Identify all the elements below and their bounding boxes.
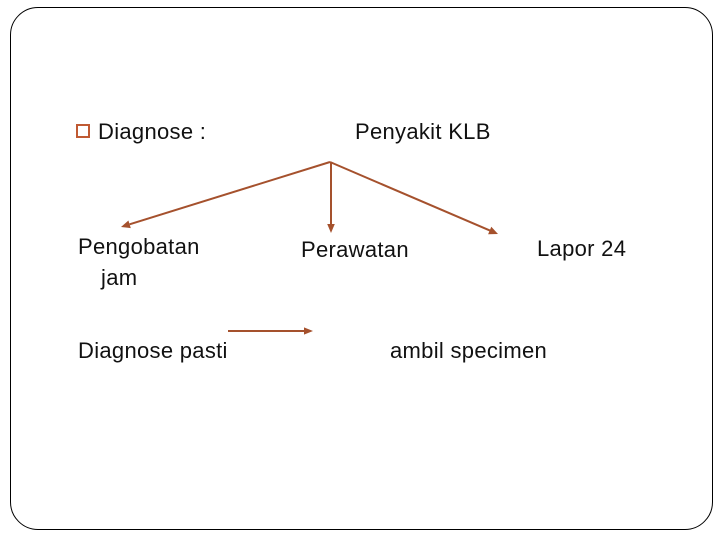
bullet-square-icon — [76, 124, 90, 138]
node-pengobatan-line2: jam — [101, 265, 138, 290]
slide-border-frame — [10, 7, 713, 530]
node-ambil-specimen-label: ambil specimen — [390, 338, 548, 363]
root-node-label: Penyakit KLB — [355, 119, 491, 144]
node-diagnose-pasti-label: Diagnose pasti — [78, 338, 228, 363]
node-perawatan-label: Perawatan — [301, 237, 409, 262]
node-lapor-label: Lapor 24 — [537, 236, 627, 261]
node-pengobatan-label: Pengobatan — [78, 234, 200, 259]
heading-label: Diagnose : — [98, 119, 207, 144]
